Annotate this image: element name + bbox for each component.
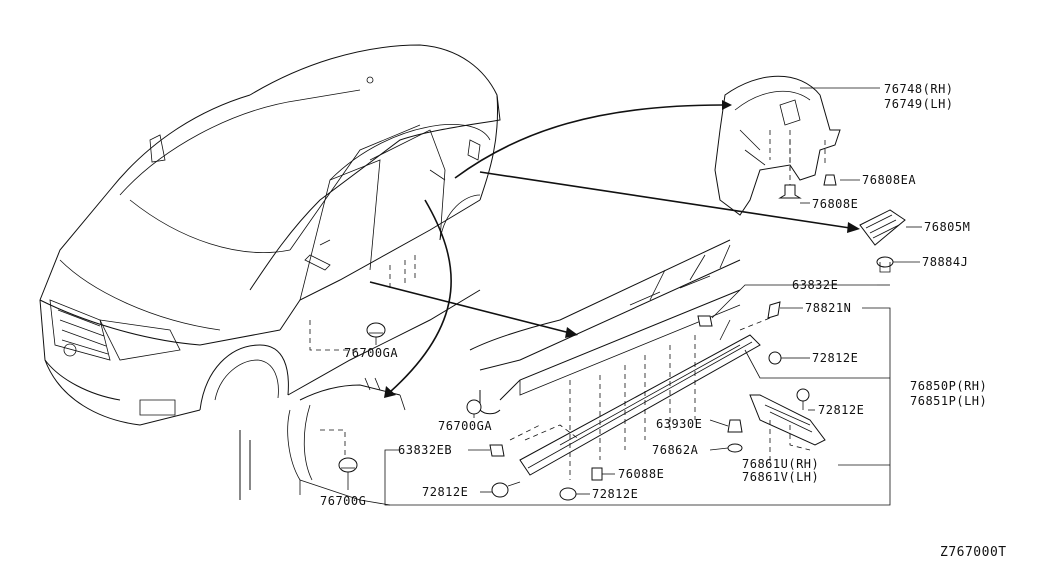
label-76861V: 76861V(LH) (742, 470, 819, 484)
label-78821N: 78821N (805, 301, 851, 315)
label-76851P: 76851P(LH) (910, 394, 987, 408)
label-63832E: 63832E (792, 278, 838, 292)
label-78884J: 78884J (922, 255, 968, 269)
reference-arrows (369, 100, 860, 398)
car-illustration (39, 44, 501, 426)
label-63832EB: 63832EB (398, 443, 452, 457)
diagram-code: Z767000T (940, 545, 1007, 560)
label-76700GA-b: 76700GA (438, 419, 492, 433)
label-72812E-d: 72812E (592, 487, 638, 501)
label-76700G: 76700G (320, 494, 366, 508)
label-72812E-c: 72812E (422, 485, 468, 499)
bracket-part (749, 394, 826, 465)
label-72812E-a: 72812E (812, 351, 858, 365)
label-76861U: 76861U(RH) (742, 457, 819, 471)
wheel-house-protector (714, 75, 841, 216)
side-sill-assembly (469, 239, 761, 480)
label-76748: 76748(RH) (884, 82, 954, 96)
label-76808EA: 76808EA (862, 173, 916, 187)
label-76088E: 76088E (618, 467, 664, 481)
label-76749: 76749(LH) (884, 97, 954, 111)
front-wheel-well-detail (239, 377, 406, 506)
fasteners (338, 174, 894, 501)
label-76808E: 76808E (812, 197, 858, 211)
label-72812E-b: 72812E (818, 403, 864, 417)
molding-strip (719, 301, 781, 341)
label-76805M: 76805M (924, 220, 970, 234)
part-labels: 76748(RH) 76749(LH) 76808EA 76808E 76805… (320, 82, 1007, 560)
label-76700GA-a: 76700GA (344, 346, 398, 360)
label-63930E: 63930E (656, 417, 702, 431)
label-76850P: 76850P(RH) (910, 379, 987, 393)
leader-lines (347, 87, 922, 506)
label-76862A: 76862A (652, 443, 699, 457)
mud-guard-part (859, 209, 906, 246)
